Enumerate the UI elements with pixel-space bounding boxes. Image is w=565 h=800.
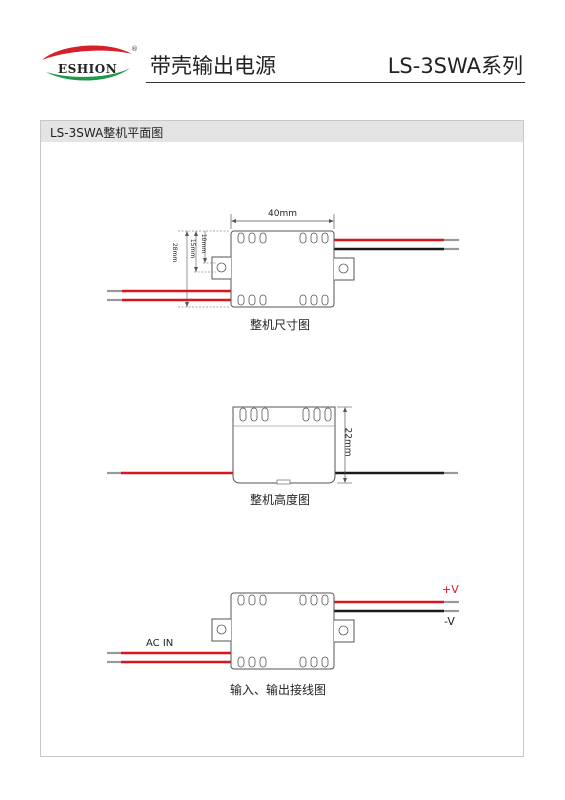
- plus-v-label: +V: [442, 583, 459, 596]
- module-body-wiring: [230, 592, 335, 670]
- dim-10-label: 10mm: [200, 233, 208, 254]
- dim-15-label: 15mm: [189, 238, 197, 259]
- section-title: LS-3SWA整机平面图: [50, 126, 164, 140]
- brand-name: ESHION: [58, 62, 118, 76]
- width-dimension-label: 40mm: [268, 209, 297, 219]
- wiring-caption: 输入、输出接线图: [230, 683, 327, 697]
- height-diagram: [107, 406, 458, 485]
- minus-v-label: -V: [444, 615, 455, 628]
- registered-mark: ®: [131, 45, 138, 53]
- header-rule: [146, 82, 525, 83]
- height-dimension-label: 22mm: [342, 427, 353, 457]
- eshion-logo: [42, 45, 132, 81]
- height-caption: 整机高度图: [250, 493, 311, 507]
- section-header: LS-3SWA整机平面图: [41, 121, 523, 142]
- series-title: LS-3SWA系列: [387, 54, 523, 78]
- module-body-top: [230, 230, 335, 308]
- ac-in-label: AC IN: [146, 638, 174, 649]
- dim-28-label: 28mm: [171, 242, 179, 263]
- page-title: 带壳输出电源: [150, 54, 276, 78]
- dimension-diagram: [107, 214, 459, 308]
- drawing-panel: [40, 120, 524, 757]
- wiring-diagram: [107, 592, 459, 670]
- dimension-caption: 整机尺寸图: [250, 318, 311, 332]
